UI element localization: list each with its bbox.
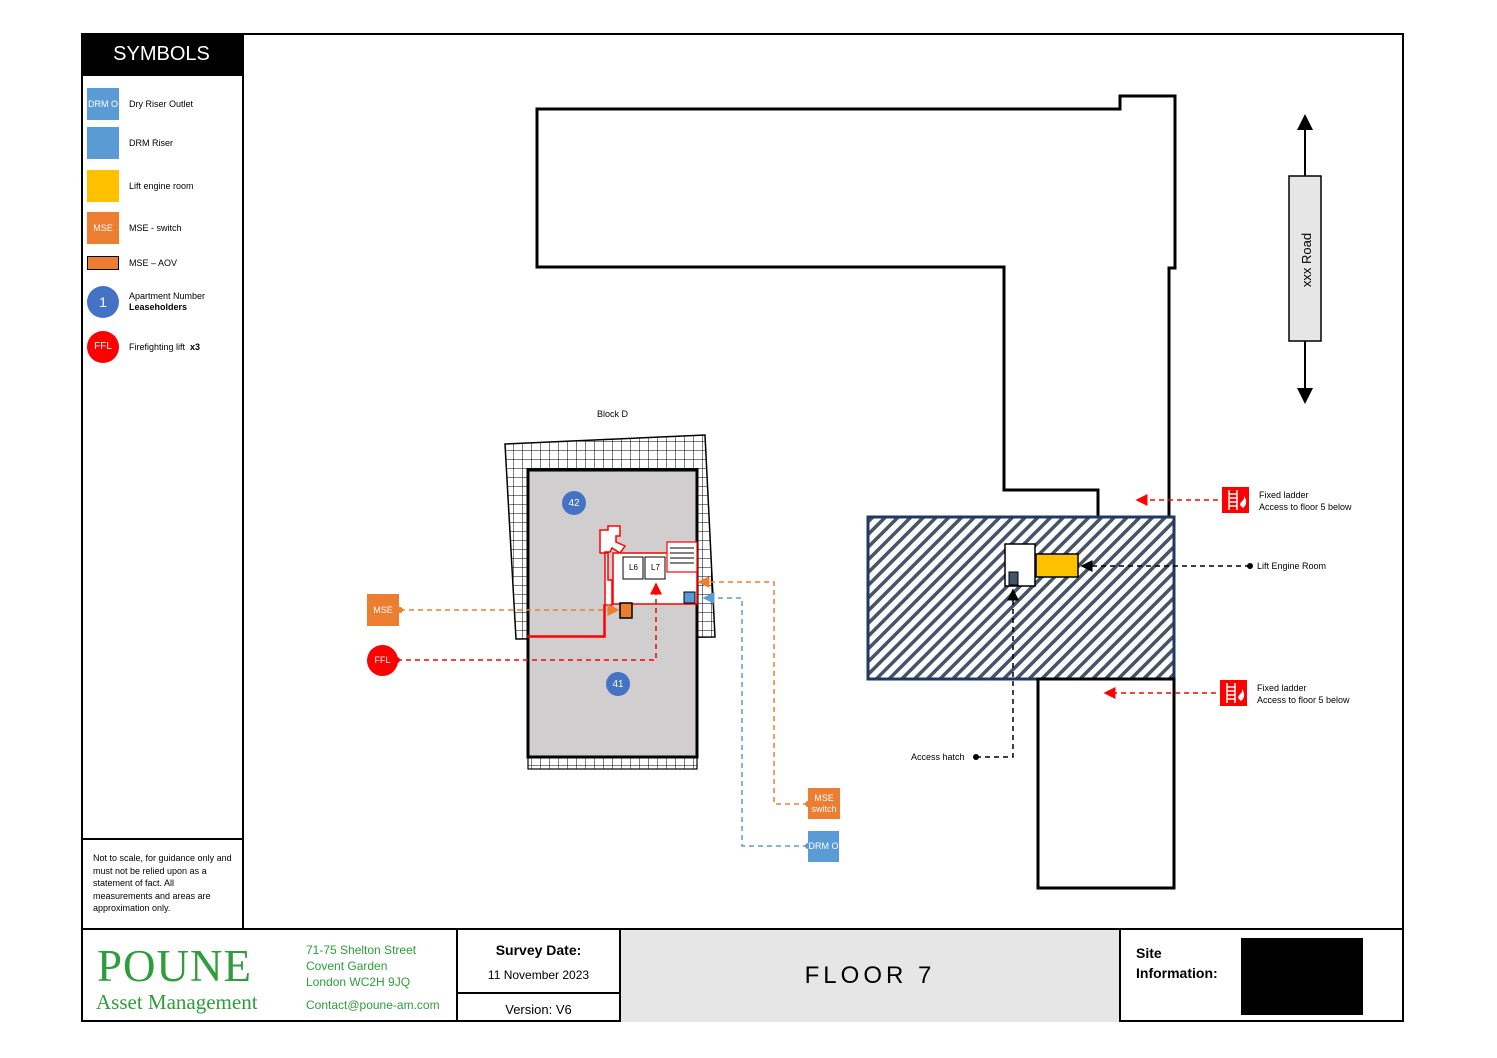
site-info-label-line: Information: — [1136, 965, 1218, 981]
access-hatch-label: Access hatch — [911, 752, 965, 762]
survey-date: 11 November 2023 — [487, 968, 590, 982]
company-logo-sub: Asset Management — [96, 990, 258, 1014]
site-info-label: Site Information: — [1136, 943, 1218, 983]
company-cell: POUNE Asset Management 71-75 Shelton Str… — [81, 930, 458, 1022]
fixed-ladder-sub: Access to floor 5 below — [1259, 502, 1352, 512]
apartment-41: 41 — [606, 672, 630, 696]
ffl-swatch: FFL — [87, 331, 119, 363]
lift-engine-dot — [1247, 563, 1253, 569]
core-outline — [527, 525, 627, 638]
title-block: POUNE Asset Management 71-75 Shelton Str… — [81, 928, 1404, 1022]
symbols-legend: SYMBOLS DRM O Dry Riser Outlet DRM Riser… — [81, 33, 244, 928]
lower-annex-outline — [1036, 677, 1176, 890]
fixed-ladder-title: Fixed ladder — [1257, 683, 1307, 693]
drmo-line — [702, 592, 808, 847]
legend-label-bold: Leaseholders — [129, 302, 188, 312]
legend-label: Lift engine room — [129, 180, 194, 191]
floor-title: FLOOR 7 — [804, 962, 936, 989]
legend-label: Firefighting lift x3 — [129, 342, 200, 353]
lift-engine-room — [1035, 553, 1079, 578]
survey-date-label: Survey Date: — [495, 942, 582, 958]
site-info-cell: Site Information: — [1121, 930, 1402, 1022]
mse-aov-marker — [619, 602, 633, 619]
fixed-ladder-sub: Access to floor 5 below — [1257, 695, 1350, 705]
mse-switch-box: MSE switch — [808, 788, 840, 819]
legend-label: Dry Riser Outlet — [129, 98, 194, 109]
ffl-circle: FFL — [367, 645, 398, 676]
drmo-box: DRM O — [808, 831, 839, 862]
ffl-line — [397, 582, 662, 661]
legend-label-bold: x3 — [190, 341, 201, 352]
legend-title: SYMBOLS — [81, 33, 242, 76]
legend-item-dry-riser-outlet: DRM O Dry Riser Outlet — [87, 88, 193, 120]
legend-item-firefighting-lift: FFL Firefighting lift x3 — [87, 331, 200, 363]
access-hatch-marker — [1008, 571, 1019, 586]
address-line: Covent Garden — [306, 959, 388, 973]
legend-item-lift-engine-room: Lift engine room — [87, 170, 194, 202]
drmo-swatch: DRM O — [87, 88, 119, 120]
ladder-icon — [1222, 487, 1249, 513]
access-hatch-line — [976, 588, 1019, 758]
survey-cell: Survey Date: 11 November 2023 Version: V… — [458, 930, 621, 1022]
floor-cell: FLOOR 7 — [621, 930, 1121, 1022]
drm-riser-swatch — [87, 127, 119, 159]
block-d-grid-base — [527, 756, 698, 770]
apartment-42: 42 — [562, 491, 586, 515]
legend-label: DRM Riser — [129, 137, 173, 148]
fixed-ladder-title: Fixed ladder — [1259, 490, 1309, 500]
mse-switch-line — [697, 576, 808, 805]
stair-core — [666, 541, 698, 573]
version: Version: V6 — [458, 992, 619, 1024]
hatched-roof-area — [866, 515, 1176, 681]
apartment-swatch: 1 — [87, 286, 119, 318]
stair-treads — [670, 547, 694, 564]
road-label: xxx Road — [1298, 232, 1314, 288]
legend-label: MSE – AOV — [129, 257, 178, 268]
lift-engine-room-label: Lift Engine Room — [1257, 561, 1327, 571]
drm-riser-marker — [683, 591, 696, 604]
lift-l6 — [622, 556, 644, 580]
contact-email: Contact@poune-am.com — [306, 998, 440, 1012]
block-d-body — [526, 468, 699, 759]
block-d-label: Block D — [597, 409, 629, 419]
lift-l7-label: L7 — [651, 563, 660, 572]
site-info-label-line: Site — [1136, 945, 1162, 961]
legend-item-drm-riser: DRM Riser — [87, 127, 173, 159]
legend-label-text: Firefighting lift — [129, 341, 186, 352]
mse-aov-swatch — [87, 256, 119, 270]
lift-engine-swatch — [87, 170, 119, 202]
address-line: London WC2H 9JQ — [306, 975, 411, 989]
access-hatch-dot — [973, 754, 979, 760]
disclaimer: Not to scale, for guidance only and must… — [81, 838, 242, 915]
ladder-icon — [1220, 680, 1247, 706]
redacted-block — [1241, 938, 1363, 1015]
company-address: 71-75 Shelton Street Covent Garden Londo… — [306, 942, 416, 990]
legend-item-mse-switch: MSE MSE - switch — [87, 212, 182, 244]
lift-l7 — [644, 556, 666, 580]
road-box — [1288, 175, 1322, 342]
lift-l6-label: L6 — [629, 563, 638, 572]
mse-box: MSE — [367, 594, 399, 626]
legend-label: MSE - switch — [129, 222, 182, 233]
address-line: 71-75 Shelton Street — [306, 943, 417, 957]
company-logo: POUNE — [97, 941, 253, 991]
legend-item-mse-aov: MSE – AOV — [87, 256, 177, 270]
mse-switch-swatch: MSE — [87, 212, 119, 244]
legend-label-text: Apartment Number — [129, 291, 206, 301]
